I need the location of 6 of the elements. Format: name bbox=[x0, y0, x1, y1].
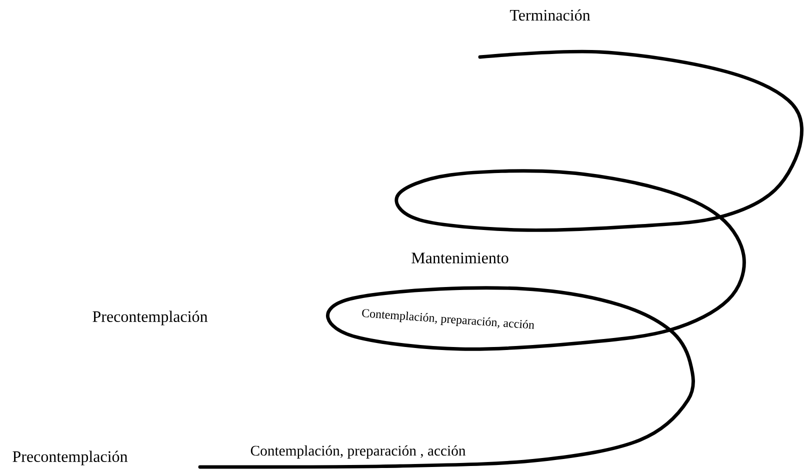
stage-label: Mantenimiento bbox=[412, 252, 508, 264]
stage-label: Terminación bbox=[510, 9, 590, 21]
stage-label: Contemplación, preparación, acción bbox=[362, 309, 534, 329]
stage-label: Contemplación, preparación , acción bbox=[250, 445, 466, 459]
stage-label: Precontemplación bbox=[12, 450, 128, 466]
stage-label: Precontemplación bbox=[92, 310, 208, 326]
